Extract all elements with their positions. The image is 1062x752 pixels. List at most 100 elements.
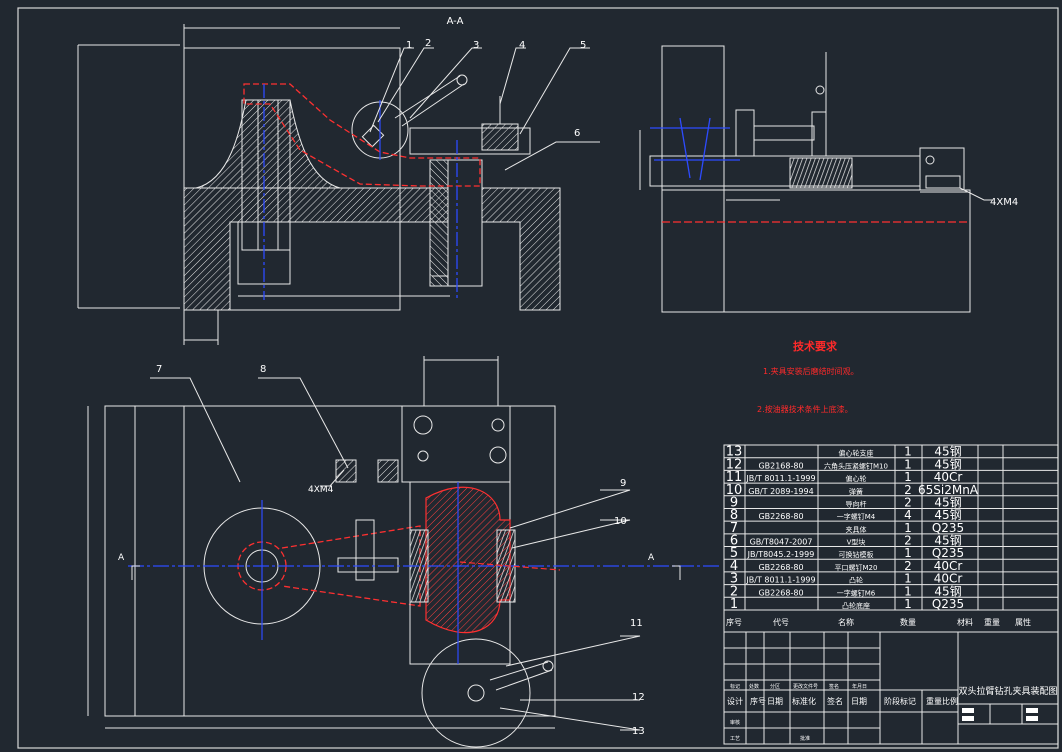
tb-label-scale: 比例 xyxy=(942,696,958,706)
tech-req-title: 技术要求 xyxy=(793,339,838,353)
bom-cell-material: Q235 xyxy=(932,546,964,560)
bom-cell-name: 凸轮底座 xyxy=(842,601,870,610)
bom-cell-code: JB/T8045.2-1999 xyxy=(747,550,815,559)
part-number-3: 3 xyxy=(473,40,479,51)
bom-cell-material: 45钢 xyxy=(934,508,961,522)
bom-cell-code: GB/T8047-2007 xyxy=(750,538,813,547)
tb-label-mark: 标记 xyxy=(730,683,740,690)
tb-label-approve: 批准 xyxy=(800,735,810,742)
bom-header-code: 代号 xyxy=(773,617,789,627)
bom-cell-qty: 2 xyxy=(904,495,912,509)
bom-header-name: 名称 xyxy=(838,617,854,627)
part-number-11: 11 xyxy=(630,618,643,629)
bom-cell-no: 8 xyxy=(730,508,738,523)
bom-cell-no: 7 xyxy=(730,521,738,536)
bom-cell-no: 5 xyxy=(730,546,738,561)
bom-cell-name: 可换钻模板 xyxy=(839,550,874,559)
tb-label-sign-2: 签名 xyxy=(827,696,843,706)
part-number-4: 4 xyxy=(519,40,525,51)
bom-cell-name: 偏心轮 xyxy=(846,474,867,483)
bom-cell-no: 10 xyxy=(726,483,743,498)
bom-cell-material: Q235 xyxy=(932,521,964,535)
tech-req-item-1: 1.夹具安装后磨结时间观。 xyxy=(763,366,859,376)
plan-part-labels: 7 8 9 10 11 12 13 4XM4 A A xyxy=(118,364,655,737)
thread-callout-plan: 4XM4 xyxy=(308,485,334,495)
tb-label-date-1: 年月日 xyxy=(852,683,867,690)
bom-header-qty: 数量 xyxy=(900,617,916,627)
bom-row: 8 GB2268-80 一字螺钉M4 4 45钢 xyxy=(730,508,962,523)
part-number-5: 5 xyxy=(580,40,586,51)
bom-cell-code: GB2268-80 xyxy=(758,512,803,521)
bom-cell-no: 1 xyxy=(730,597,738,612)
tb-label-stage: 阶段标记 xyxy=(884,696,916,706)
bom-cell-material: 45钢 xyxy=(934,457,961,471)
tb-label-process: 工艺 xyxy=(730,736,740,742)
bom-cell-code: JB/T 8011.1-1999 xyxy=(745,576,815,585)
bom-cell-name: 夹具体 xyxy=(846,525,867,534)
title-block-labels: 双头拉臂钻孔夹具装配图 标记 处数 分区 更改文件号 签名 年月日 设计 序号 … xyxy=(727,683,1058,742)
bom-cell-name: 平口螺钉M20 xyxy=(835,563,878,572)
side-view xyxy=(639,45,992,313)
bom-cell-qty: 2 xyxy=(904,559,912,573)
bom-cell-code: GB/T 2089-1994 xyxy=(748,487,813,496)
bom-cell-name: 导向杆 xyxy=(846,499,867,508)
bom-row: 5 JB/T8045.2-1999 可换钻模板 1 Q235 xyxy=(730,546,964,561)
bom-cell-material: 45钢 xyxy=(934,534,961,548)
tb-label-date-2: 日期 xyxy=(767,697,783,706)
tb-label-sign-1: 签名 xyxy=(829,683,839,690)
tech-req-item-2: 2.按油器技术条件上底漆。 xyxy=(757,404,853,414)
part-number-9: 9 xyxy=(620,478,626,489)
bom-cell-qty: 1 xyxy=(904,470,912,484)
part-number-6: 6 xyxy=(574,128,580,139)
bom-cell-name: 一字螺钉M6 xyxy=(837,588,876,597)
bom-cell-qty: 2 xyxy=(904,534,912,548)
section-view-aa: A-A xyxy=(77,16,600,345)
bom-cell-no: 13 xyxy=(726,445,743,460)
technical-requirements: 技术要求 1.夹具安装后磨结时间观。 2.按油器技术条件上底漆。 xyxy=(757,339,859,414)
bom-cell-qty: 1 xyxy=(904,457,912,471)
drawing-title: 双头拉臂钻孔夹具装配图 xyxy=(958,685,1057,697)
bom-header-weight: 重量 xyxy=(984,617,1000,627)
bom-cell-no: 2 xyxy=(730,584,738,599)
bom-cell-name: 一字螺钉M4 xyxy=(837,512,876,521)
bom-cell-material: 45钢 xyxy=(934,445,961,459)
section-marker-right: A xyxy=(648,553,655,563)
tb-label-review: 审核 xyxy=(730,719,740,726)
bom-cell-material: Q235 xyxy=(932,597,964,611)
bom-cell-qty: 4 xyxy=(904,508,912,522)
tb-label-design: 设计 xyxy=(727,696,743,706)
bom-cell-code: GB2268-80 xyxy=(758,563,803,572)
bom-cell-qty: 2 xyxy=(904,483,912,497)
bom-cell-code: JB/T 8011.1-1999 xyxy=(745,474,815,483)
bom-header: 序号 代号 名称 数量 材料 重量 属性 xyxy=(726,617,1031,627)
part-number-1: 1 xyxy=(406,40,412,51)
tb-label-seq: 序号 xyxy=(750,696,766,706)
plan-view xyxy=(87,356,720,748)
drawing-border xyxy=(17,7,1059,749)
part-number-10: 10 xyxy=(614,516,627,527)
bom-cell-code: GB2268-80 xyxy=(758,588,803,597)
bom-cell-qty: 1 xyxy=(904,546,912,560)
part-number-2: 2 xyxy=(425,38,431,49)
aa-part-labels: 1 2 3 4 5 6 xyxy=(406,38,586,139)
bom-cell-qty: 1 xyxy=(904,521,912,535)
bom-cell-qty: 1 xyxy=(904,572,912,586)
bom-cell-material: 45钢 xyxy=(934,584,961,598)
bom-cell-material: 40Cr xyxy=(934,559,963,573)
title-block xyxy=(723,631,1059,745)
bom-cell-code: GB2168-80 xyxy=(758,461,803,470)
bom-cell-no: 9 xyxy=(730,495,738,510)
bom-cell-no: 12 xyxy=(726,457,743,472)
bom-cell-no: 11 xyxy=(726,470,743,485)
bom-cell-no: 3 xyxy=(730,572,738,587)
tb-label-weight: 重量 xyxy=(926,696,942,706)
